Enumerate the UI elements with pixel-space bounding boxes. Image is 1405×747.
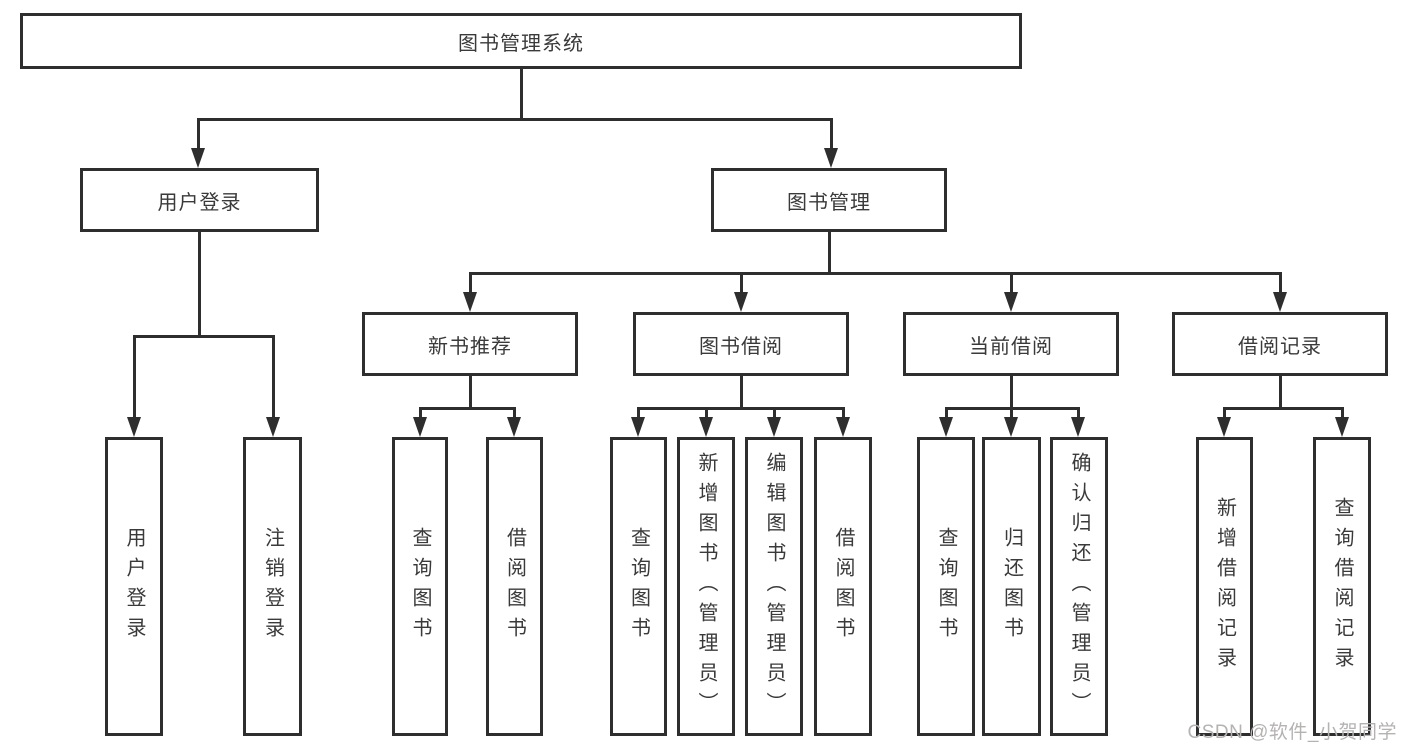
connector-drop-login-leaf — [133, 335, 136, 417]
arrowhead-icon — [939, 417, 953, 437]
leaf-user-login: 用户登录 — [105, 437, 163, 736]
leaf-add-book-admin: 新增图书（管理员） — [677, 437, 735, 736]
leaf-label: 查询图书 — [627, 526, 650, 647]
node-book-management: 图书管理 — [711, 168, 947, 232]
leaf-query-books-1: 查询图书 — [392, 437, 448, 736]
connector-management-stem — [828, 232, 831, 272]
arrowhead-icon — [507, 417, 521, 437]
connector-sec2-stem — [740, 376, 743, 407]
connector-login-stem — [198, 232, 201, 335]
node-new-book-recommend: 新书推荐 — [362, 312, 578, 376]
arrowhead-icon — [463, 292, 477, 312]
node-user-login: 用户登录 — [80, 168, 319, 232]
connector-root-split — [198, 118, 832, 121]
leaf-query-borrow-record: 查询借阅记录 — [1313, 437, 1371, 736]
connector-drop-current-borrow — [1010, 272, 1013, 292]
leaf-query-books-3: 查询图书 — [917, 437, 975, 736]
arrowhead-icon — [1273, 292, 1287, 312]
leaf-user-login-label: 用户登录 — [123, 526, 145, 647]
arrowhead-icon — [767, 417, 781, 437]
leaf-label: 归还图书 — [1000, 526, 1023, 647]
connector-root-stem — [520, 69, 523, 118]
connector-drop-book-management — [830, 118, 833, 148]
connector-sec4-drop1 — [1223, 407, 1226, 417]
leaf-edit-book-admin: 编辑图书（管理员） — [745, 437, 803, 736]
leaf-label: 查询借阅记录 — [1331, 496, 1353, 677]
node-root-library-system: 图书管理系统 — [20, 13, 1022, 69]
connector-sec4-drop2 — [1341, 407, 1344, 417]
node-book-borrow: 图书借阅 — [633, 312, 849, 376]
node-borrow-record-label: 借阅记录 — [1238, 335, 1322, 358]
connector-sec2-drop4 — [842, 407, 845, 417]
connector-sec1-stem — [469, 376, 472, 407]
leaf-borrow-books-2: 借阅图书 — [814, 437, 872, 736]
arrowhead-icon — [1004, 292, 1018, 312]
connector-drop-book-borrow — [740, 272, 743, 292]
leaf-label: 确认归还（管理员） — [1068, 451, 1090, 722]
leaf-label: 编辑图书（管理员） — [763, 451, 785, 722]
connector-drop-borrow-record — [1279, 272, 1282, 292]
leaf-add-borrow-record: 新增借阅记录 — [1196, 437, 1253, 736]
arrowhead-icon — [836, 417, 850, 437]
connector-sec3-drop1 — [945, 407, 948, 417]
connector-sec1-drop1 — [419, 407, 422, 417]
arrowhead-icon — [699, 417, 713, 437]
connector-login-split — [133, 335, 274, 338]
leaf-confirm-return-admin: 确认归还（管理员） — [1050, 437, 1108, 736]
leaf-label: 新增图书（管理员） — [695, 451, 717, 722]
leaf-label: 新增借阅记录 — [1213, 496, 1236, 677]
connector-drop-logout-leaf — [272, 335, 275, 417]
leaf-logout: 注销登录 — [243, 437, 302, 736]
csdn-watermark: CSDN @软件_小贺同学 — [1187, 722, 1397, 743]
arrowhead-icon — [631, 417, 645, 437]
arrowhead-icon — [824, 148, 838, 168]
node-book-management-label: 图书管理 — [787, 191, 871, 214]
arrowhead-icon — [413, 417, 427, 437]
connector-management-split — [469, 272, 1281, 275]
connector-sec4-split — [1223, 407, 1344, 410]
connector-sec2-drop1 — [637, 407, 640, 417]
arrowhead-icon — [734, 292, 748, 312]
node-user-login-label: 用户登录 — [157, 191, 242, 214]
leaf-label: 借阅图书 — [832, 526, 854, 647]
connector-sec3-drop2 — [1010, 407, 1013, 417]
leaf-query-books-2: 查询图书 — [610, 437, 667, 736]
connector-sec3-stem — [1010, 376, 1013, 407]
leaf-label: 借阅图书 — [503, 526, 526, 647]
arrowhead-icon — [1217, 417, 1231, 437]
leaf-label: 查询图书 — [409, 526, 431, 647]
connector-sec1-split — [419, 407, 515, 410]
connector-sec2-drop3 — [773, 407, 776, 417]
node-book-borrow-label: 图书借阅 — [699, 335, 783, 358]
connector-sec2-drop2 — [705, 407, 708, 417]
node-root-label: 图书管理系统 — [458, 32, 584, 55]
connector-sec4-stem — [1279, 376, 1282, 407]
connector-sec2-split — [637, 407, 845, 410]
node-new-book-recommend-label: 新书推荐 — [428, 335, 512, 358]
node-current-borrow: 当前借阅 — [903, 312, 1119, 376]
arrowhead-icon — [266, 417, 280, 437]
connector-sec3-drop3 — [1077, 407, 1080, 417]
node-current-borrow-label: 当前借阅 — [969, 335, 1053, 358]
leaf-borrow-books-1: 借阅图书 — [486, 437, 543, 736]
arrowhead-icon — [127, 417, 141, 437]
connector-drop-new-book — [469, 272, 472, 292]
arrowhead-icon — [1071, 417, 1085, 437]
arrowhead-icon — [191, 148, 205, 168]
connector-drop-user-login — [197, 118, 200, 148]
leaf-logout-label: 注销登录 — [261, 526, 284, 647]
leaf-label: 查询图书 — [935, 526, 957, 647]
arrowhead-icon — [1004, 417, 1018, 437]
leaf-return-book: 归还图书 — [982, 437, 1041, 736]
connector-sec1-drop2 — [513, 407, 516, 417]
arrowhead-icon — [1335, 417, 1349, 437]
node-borrow-record: 借阅记录 — [1172, 312, 1388, 376]
